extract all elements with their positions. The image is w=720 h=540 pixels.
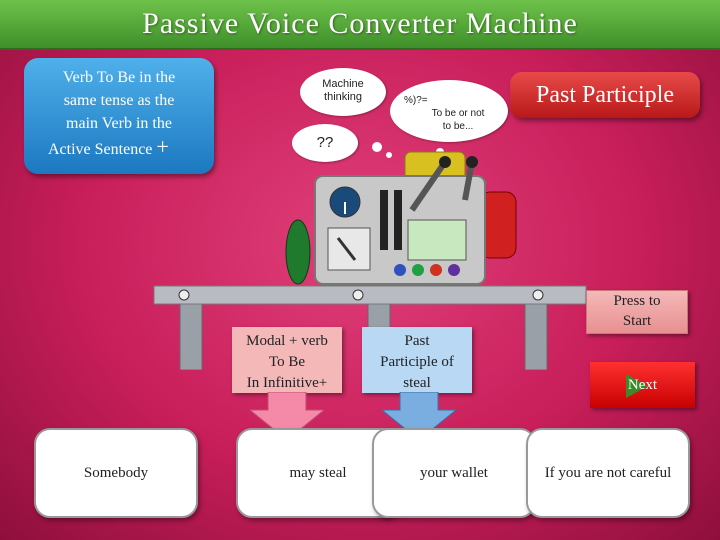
screen-panel: [407, 219, 467, 261]
green-drum: [285, 219, 311, 285]
gauge-panel: [327, 227, 371, 271]
machine-thinking-line-1: Machine: [322, 78, 364, 90]
modal-hint-line-1: Modal + verb: [246, 333, 328, 349]
lever-knob: [439, 156, 451, 168]
pp-hint-line-3: steal: [403, 375, 431, 391]
answer-verb: may steal: [289, 464, 347, 481]
lever: [462, 161, 475, 201]
to-be-line-1: To be or not: [431, 108, 485, 119]
next-button[interactable]: Next: [590, 362, 695, 408]
conveyor-belt: [153, 285, 587, 305]
machine-illustration: [153, 151, 587, 370]
rule-line-4-text: Active Sentence: [48, 141, 153, 158]
answer-condition: If you are not careful: [544, 464, 672, 481]
belt-roller: [178, 289, 190, 301]
lever: [409, 160, 448, 212]
answer-box-object[interactable]: your wallet: [372, 428, 536, 518]
arrow-down-icon: [382, 392, 456, 440]
modal-hint-line-2: To Be: [268, 354, 306, 370]
pp-hint-line-1: Past: [404, 333, 430, 349]
to-be-cloud: %)?= To be or not to be...: [390, 80, 508, 142]
page-title: Passive Voice Converter Machine: [142, 7, 578, 40]
answer-box-condition[interactable]: If you are not careful: [526, 428, 690, 518]
slot: [394, 190, 402, 250]
gauge-line: [336, 237, 357, 261]
next-label: Next: [627, 376, 658, 393]
machine-button: [394, 264, 406, 276]
play-icon: [626, 374, 648, 398]
rule-line-3: main Verb in the: [66, 115, 172, 132]
press-to-start-line-2: Start: [622, 313, 652, 329]
answer-object: your wallet: [420, 464, 488, 481]
rule-line-2: same tense as the: [63, 92, 175, 109]
pp-hint-line-2: Participle of: [380, 354, 454, 370]
question-marks: ??: [316, 134, 334, 151]
to-be-line-2: to be...: [442, 121, 474, 132]
machine-button: [448, 264, 460, 276]
thought-dot: [386, 152, 392, 158]
lever-knob: [466, 156, 478, 168]
machine-thinking-cloud: Machine thinking: [300, 68, 386, 116]
press-to-start-line-1: Press to: [613, 293, 661, 309]
machine-thinking-line-2: thinking: [324, 91, 362, 103]
belt-roller: [352, 289, 364, 301]
modal-hint-box: Modal + verb To Be In Infinitive+: [232, 327, 342, 393]
machine-button: [412, 264, 424, 276]
slot: [380, 190, 388, 250]
machine-button: [430, 264, 442, 276]
press-to-start-button[interactable]: Press to Start: [586, 290, 688, 334]
rule-line-4: Active Sentence +: [24, 135, 214, 161]
table-leg: [179, 299, 203, 370]
rule-line-1: Verb To Be in the: [62, 69, 176, 86]
past-participle-box: Past Participle: [510, 72, 700, 118]
rule-box: Verb To Be in the same tense as the main…: [24, 58, 214, 174]
question-cloud: ??: [292, 124, 358, 162]
answer-box-subject[interactable]: Somebody: [34, 428, 198, 518]
past-participle-hint-box: Past Participle of steal: [362, 327, 472, 393]
plus-sign: +: [156, 134, 169, 159]
answer-subject: Somebody: [83, 464, 149, 481]
symbols-text: %)?=: [404, 95, 428, 106]
table-leg: [524, 299, 548, 370]
belt-roller: [532, 289, 544, 301]
arrow-down-icon: [250, 392, 324, 440]
thought-dot: [372, 142, 382, 152]
title-bar: Passive Voice Converter Machine: [0, 0, 720, 50]
modal-hint-line-3: In Infinitive+: [246, 375, 328, 391]
